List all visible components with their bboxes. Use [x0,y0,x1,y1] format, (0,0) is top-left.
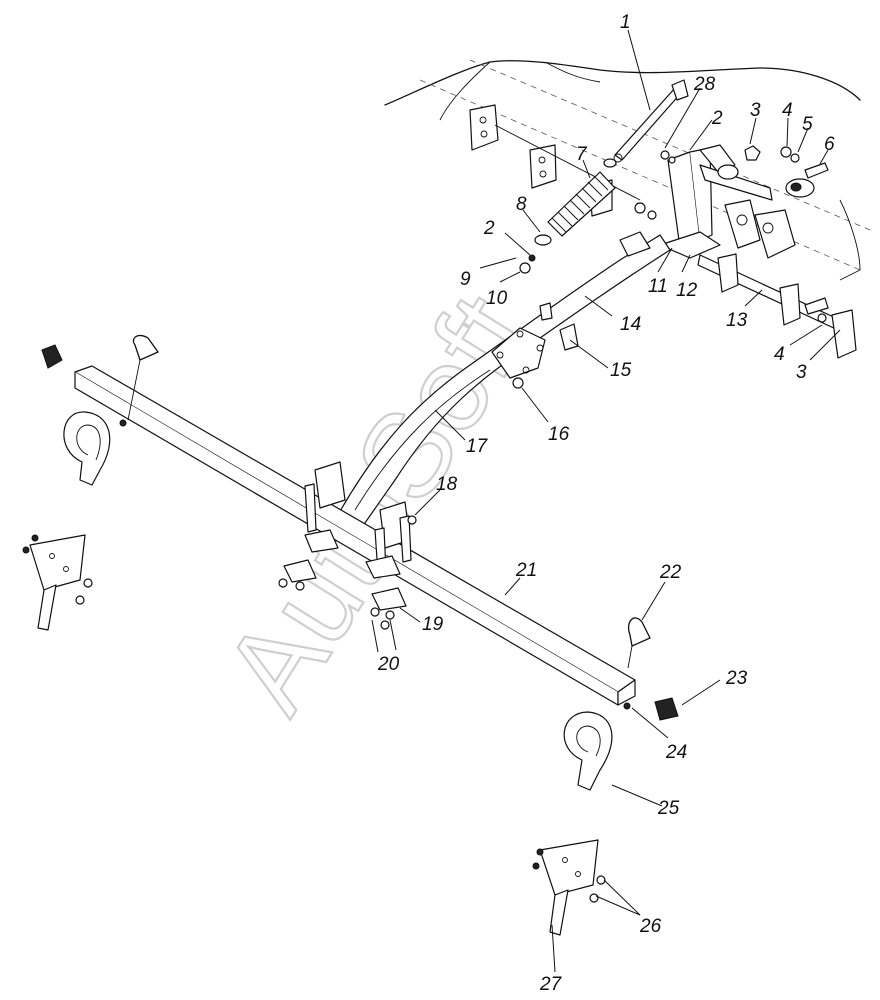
callout-21: 21 [515,560,537,581]
upper-hardware [519,145,829,274]
callout-24: 24 [665,742,687,763]
callout-6: 6 [824,134,835,155]
top-link-rod [613,79,689,163]
cross-shaft [697,253,857,359]
callout-20: 20 [377,654,400,675]
frame-tube [334,231,671,531]
callout-13: 13 [726,310,748,331]
end-caps [41,344,679,721]
callout-2: 2 [711,108,723,129]
callout-8: 8 [516,194,527,215]
callout-16: 16 [548,424,570,445]
callout-3b: 3 [796,362,807,383]
callout-10: 10 [486,288,508,309]
callout-9: 9 [460,269,471,290]
callout-25: 25 [657,798,680,819]
spring-tine-left [22,411,111,631]
callout-5: 5 [802,114,813,135]
callout-4: 4 [782,100,793,121]
callout-4b: 4 [774,344,785,365]
callout-3: 3 [750,100,761,121]
spring-tine-right [532,711,613,936]
linkage-assembly [659,144,815,259]
bar-clamps [278,461,417,630]
u-bolts [127,334,651,669]
callout-11: 11 [648,276,668,297]
callout-19: 19 [422,614,444,635]
callout-14: 14 [620,314,641,335]
callout-22: 22 [659,562,682,583]
callout-7: 7 [576,144,588,165]
leader-lines [371,29,841,973]
callout-17: 17 [466,436,489,457]
callout-2b: 2 [483,218,495,239]
callout-12: 12 [676,280,698,301]
callout-26: 26 [639,916,662,937]
cross-bar [74,365,636,706]
callout-27: 27 [539,974,563,995]
callout-labels: 1 28 2 3 4 5 6 7 8 2 9 10 11 12 13 14 4 … [377,12,835,995]
callout-15: 15 [610,360,632,381]
callout-28: 28 [693,74,716,95]
callout-18: 18 [436,474,458,495]
spring [534,158,617,246]
callout-23: 23 [725,668,748,689]
tractor-brackets [469,104,641,217]
callout-1: 1 [620,12,631,33]
